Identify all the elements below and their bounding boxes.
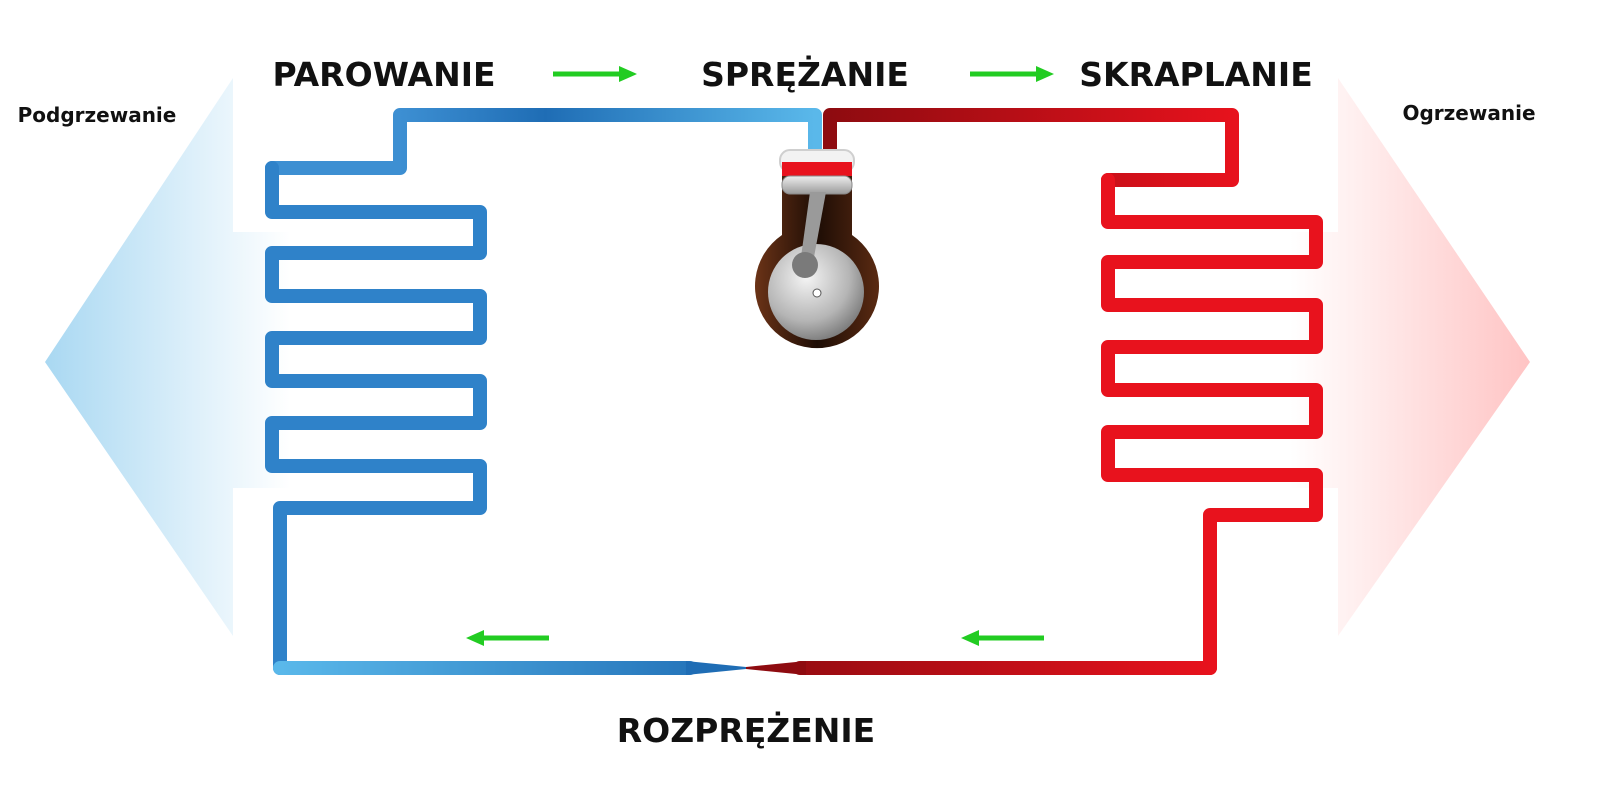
stage-label-expansion: ROZPRĘŻENIE bbox=[617, 710, 875, 750]
flow-arrow-left-1 bbox=[466, 630, 549, 646]
heat-output-arrow bbox=[1290, 78, 1530, 636]
flow-arrow-right-2 bbox=[970, 66, 1054, 82]
compressor-rod-pin bbox=[792, 252, 818, 278]
flow-arrow-left-2 bbox=[961, 630, 1044, 646]
condenser-coil bbox=[793, 108, 1323, 675]
compressor-piston bbox=[781, 175, 853, 195]
stage-label-compression: SPRĘŻANIE bbox=[701, 54, 909, 94]
evaporator-coil bbox=[265, 108, 822, 675]
compressor-connecting-rod bbox=[800, 192, 826, 268]
expansion-valve-cold-half bbox=[686, 661, 746, 675]
compressor-red-band bbox=[782, 162, 852, 176]
flow-arrows bbox=[466, 66, 1054, 646]
stage-label-condensation: SKRAPLANIE bbox=[1079, 55, 1312, 94]
heat-intake-arrow bbox=[45, 78, 290, 636]
flow-arrow-right-1 bbox=[553, 66, 637, 82]
evaporator-serpentine bbox=[265, 161, 487, 675]
compressor bbox=[755, 149, 879, 349]
compressor-crank-center bbox=[812, 288, 822, 298]
expansion-valve-hot-half bbox=[746, 661, 806, 675]
condenser-serpentine bbox=[1101, 173, 1323, 675]
condenser-pipe-top bbox=[823, 108, 1239, 187]
side-label-heating: Ogrzewanie bbox=[1402, 101, 1535, 125]
side-label-heat-source: Podgrzewanie bbox=[18, 103, 177, 127]
stage-label-evaporation: PAROWANIE bbox=[272, 55, 495, 94]
evaporator-pipe-top bbox=[265, 108, 822, 175]
